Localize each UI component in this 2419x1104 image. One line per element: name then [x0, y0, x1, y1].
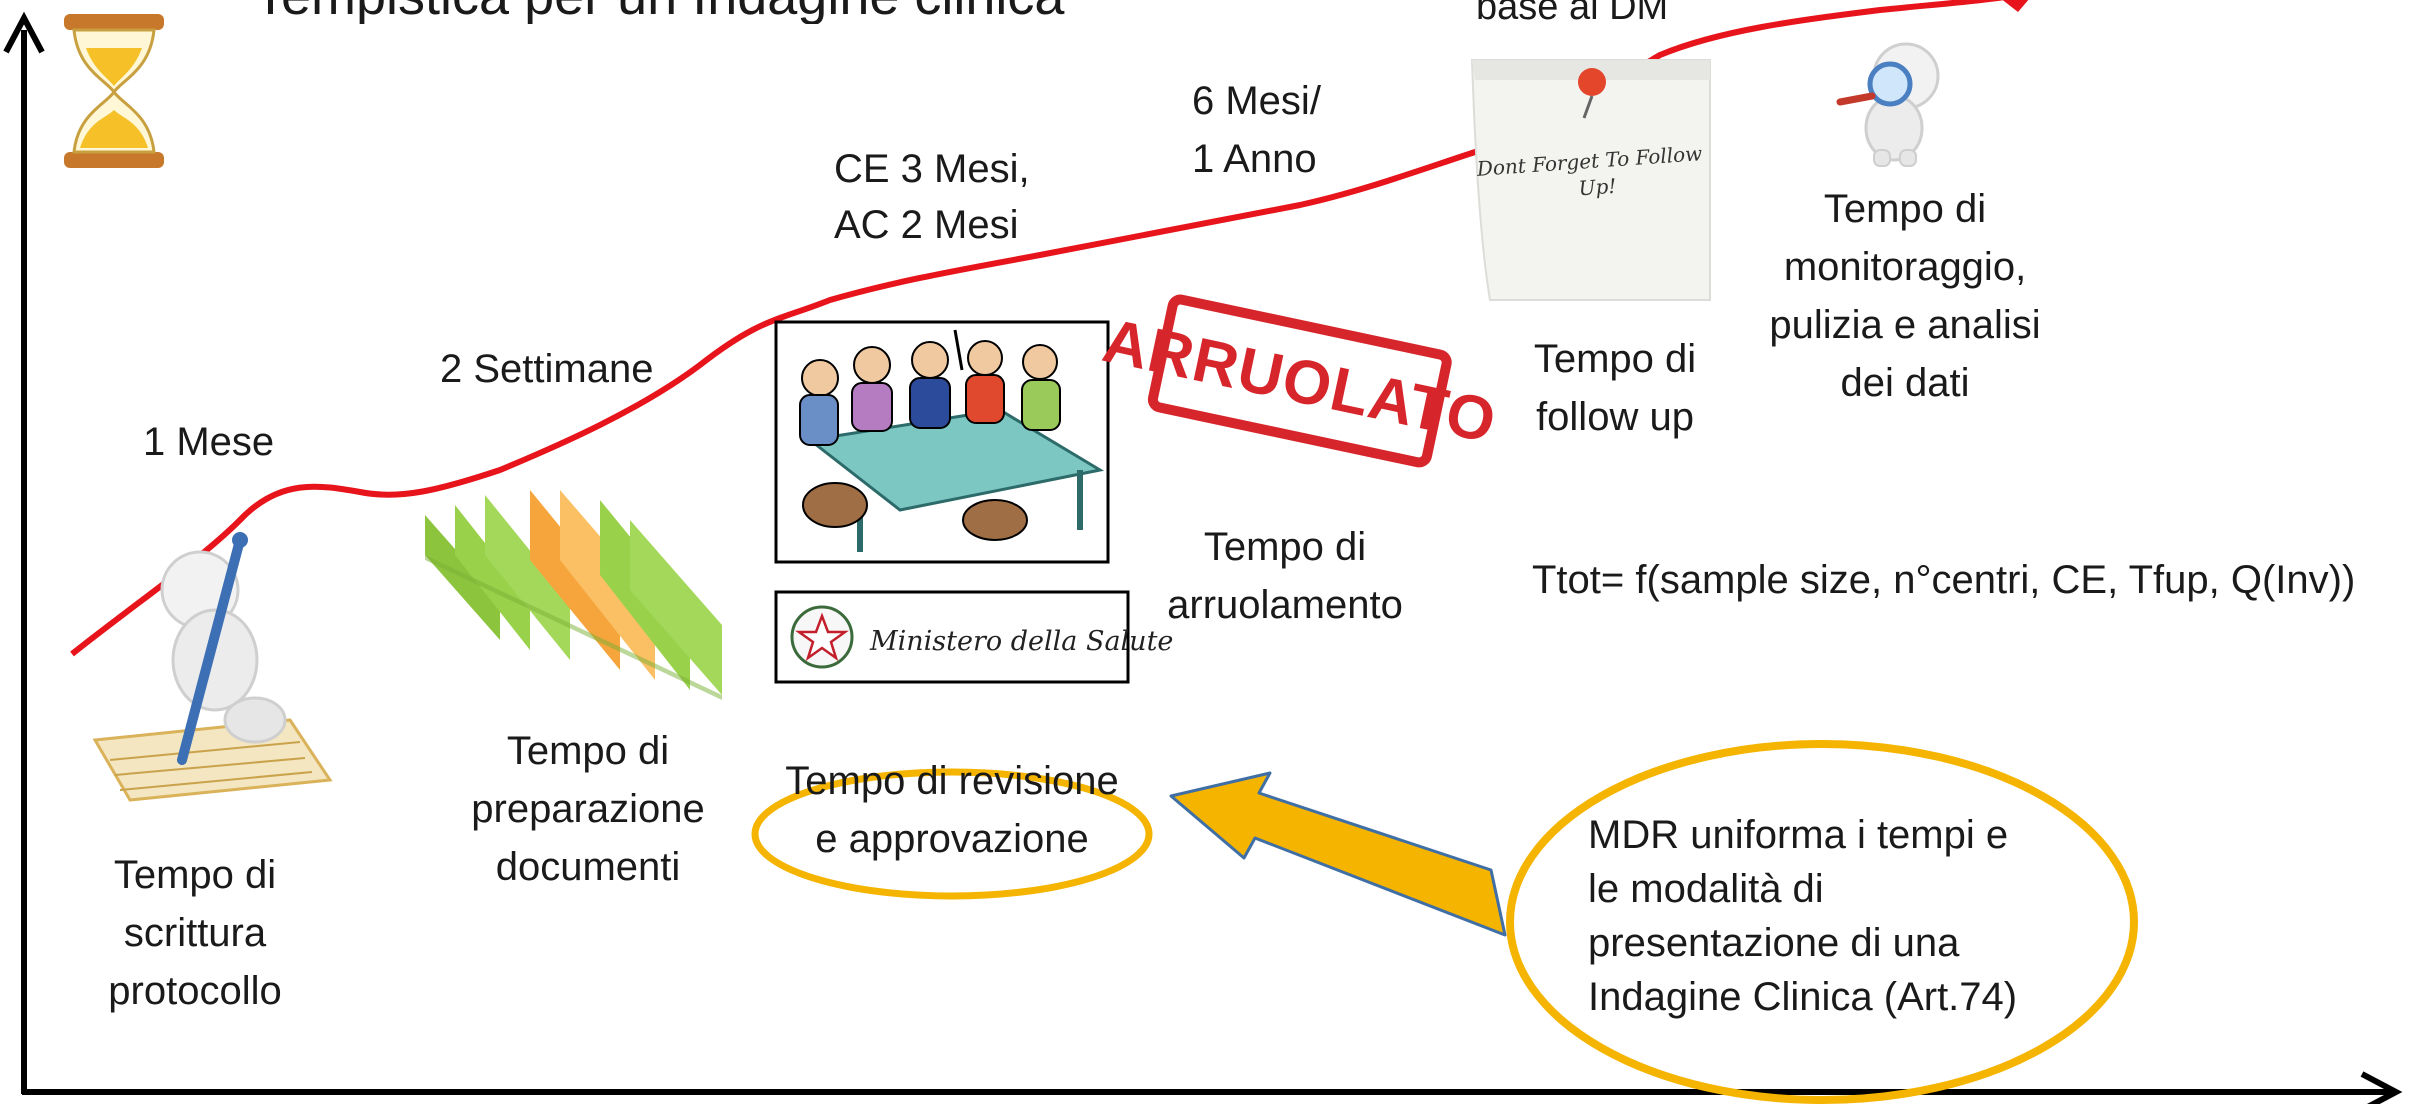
- time-curve: [70, 0, 2005, 657]
- phase-1-line-3: protocollo: [108, 969, 282, 1013]
- writer-figure-icon: [92, 532, 333, 802]
- curve-end-marker: [2002, 0, 2029, 12]
- total-time-formula: Ttot= f(sample size, n°centri, CE, Tfup,…: [1532, 558, 2356, 602]
- phase-3-line-2: e approvazione: [815, 817, 1089, 861]
- pointer-arrow: [1169, 771, 1507, 937]
- phase-6-line-1: Tempo di: [1823, 187, 1987, 231]
- phase-2-line-2: preparazione: [471, 787, 705, 831]
- phase-6-line-2: monitoraggio,: [1783, 245, 2027, 289]
- phase-label-review: Tempo di revisione e approvazione: [760, 752, 1144, 868]
- duration-label-3b: AC 2 Mesi: [834, 203, 1019, 247]
- top-note: base al DM: [1476, 0, 1669, 28]
- meeting-icon: [774, 320, 1110, 564]
- title-clip: Tempistica per un Indagine clinica: [0, 0, 2419, 24]
- sticky-note-line-2: Up!: [1578, 174, 1617, 201]
- mdr-note-line-2: le modalità di: [1588, 867, 1824, 911]
- page-title: Tempistica per un Indagine clinica: [254, 0, 1064, 24]
- mdr-note-line-3: presentazione di una: [1588, 921, 1960, 965]
- phase-1-line-2: scrittura: [123, 911, 267, 955]
- phase-4-line-1: Tempo di: [1203, 525, 1367, 569]
- phase-2-line-3: documenti: [495, 845, 681, 889]
- top-note-clip: base al DM: [1476, 0, 1716, 36]
- mdr-note-line-1: MDR uniforma i tempi e: [1588, 813, 2009, 857]
- mdr-note-line-4: Indagine Clinica (Art.74): [1588, 975, 2018, 1019]
- sticky-note-icon: [1470, 59, 1711, 301]
- phase-6-line-3: pulizia e analisi: [1769, 303, 2041, 347]
- review-highlight-ellipse: [751, 768, 1153, 900]
- y-axis: [3, 11, 45, 1094]
- phase-label-documents: Tempo di preparazione documenti: [448, 722, 728, 896]
- phase-label-monitoring: Tempo di monitoraggio, pulizia e analisi…: [1740, 180, 2070, 412]
- ministry-text: Ministero della Salute: [869, 626, 1173, 657]
- mdr-highlight-ellipse: [1506, 740, 2138, 1104]
- hourglass-icon: [64, 14, 164, 168]
- duration-label-4b: 1 Anno: [1192, 137, 1317, 181]
- stamp-icon: [1147, 294, 1452, 468]
- duration-label-1: 1 Mese: [143, 420, 275, 464]
- phase-5-line-1: Tempo di: [1533, 337, 1697, 381]
- folders-icon: [425, 490, 722, 700]
- phase-1-line-1: Tempo di: [113, 853, 277, 897]
- mdr-note: MDR uniforma i tempi e le modalità di pr…: [1588, 808, 2088, 1024]
- ministry-logo: [774, 590, 1130, 684]
- phase-2-line-1: Tempo di: [506, 729, 670, 773]
- duration-label-2: 2 Settimane: [440, 347, 654, 391]
- duration-label-3a: CE 3 Mesi,: [834, 147, 1030, 191]
- duration-label-4a: 6 Mesi/: [1192, 79, 1321, 123]
- phase-3-line-1: Tempo di revisione: [785, 759, 1119, 803]
- phase-label-follow-up: Tempo di follow up: [1500, 330, 1730, 446]
- magnifier-figure-icon: [1836, 42, 1940, 167]
- phase-label-enrollment: Tempo di arruolamento: [1140, 518, 1430, 634]
- phase-6-line-4: dei dati: [1840, 361, 1970, 405]
- x-axis: [22, 1071, 2403, 1104]
- phase-label-writing: Tempo di scrittura protocollo: [60, 846, 330, 1020]
- phase-4-line-2: arruolamento: [1167, 583, 1403, 627]
- phase-5-line-2: follow up: [1536, 395, 1694, 439]
